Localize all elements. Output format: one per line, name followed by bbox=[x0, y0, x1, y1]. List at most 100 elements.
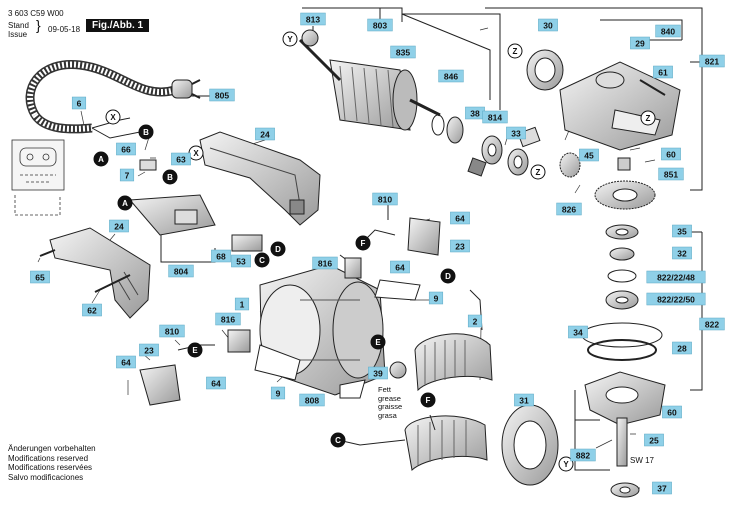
part-label-text: 9 bbox=[434, 294, 439, 304]
part-label-text: 24 bbox=[114, 222, 124, 232]
connector-marker-a: A bbox=[117, 195, 133, 211]
part-label-835: 835 bbox=[390, 45, 416, 59]
svg-text:Y: Y bbox=[563, 460, 569, 469]
svg-text:F: F bbox=[426, 396, 431, 405]
part-label-39: 39 bbox=[368, 366, 388, 380]
part-label-851: 851 bbox=[658, 167, 684, 181]
part-label-24b: 24 bbox=[109, 219, 129, 233]
part-label-text: 62 bbox=[87, 306, 97, 316]
part-label-text: 816 bbox=[221, 315, 235, 325]
bearing-rings bbox=[431, 114, 541, 177]
part-label-813: 813 bbox=[300, 12, 326, 26]
part-label-text: 31 bbox=[519, 396, 529, 406]
connector-marker-d: D bbox=[440, 268, 456, 284]
part-label-32: 32 bbox=[672, 246, 692, 260]
part-label-text: 882 bbox=[576, 451, 590, 461]
part-label-821: 821 bbox=[699, 54, 725, 68]
part-label-814: 814 bbox=[482, 110, 508, 124]
part-label-text: 803 bbox=[373, 21, 387, 31]
connector-marker-f: F bbox=[420, 392, 436, 408]
part-label-68: 68 bbox=[211, 249, 231, 263]
part-label-text: 1 bbox=[240, 300, 245, 310]
part-label-text: 822/22/48 bbox=[657, 273, 695, 283]
part-label-38: 38 bbox=[465, 106, 485, 120]
part-label-text: 813 bbox=[306, 15, 320, 25]
part-label-29: 29 bbox=[630, 36, 650, 50]
part-label-text: 68 bbox=[216, 252, 226, 262]
part-label-808: 808 bbox=[299, 393, 325, 407]
part-label-64b: 64 bbox=[390, 260, 410, 274]
part-label-803: 803 bbox=[367, 18, 393, 32]
part-label-text: 53 bbox=[236, 257, 246, 267]
power-cord bbox=[25, 59, 201, 139]
issue-date: 09-05-18 bbox=[48, 25, 81, 34]
part-label-23a: 23 bbox=[450, 239, 470, 253]
connector-marker-y: Y bbox=[558, 456, 574, 472]
connector-marker-b: B bbox=[162, 169, 178, 185]
handle-side bbox=[39, 227, 151, 319]
svg-text:X: X bbox=[110, 113, 116, 122]
part-label-6: 6 bbox=[71, 96, 87, 110]
part-label-822_22_50: 822/22/50 bbox=[646, 292, 706, 306]
part-label-text: 846 bbox=[444, 72, 458, 82]
part-label-34: 34 bbox=[568, 325, 588, 339]
connector-marker-y: Y bbox=[282, 31, 298, 47]
part-label-25: 25 bbox=[644, 433, 664, 447]
bearing-flange bbox=[501, 404, 559, 486]
part-label-text: 24 bbox=[260, 130, 270, 140]
part-label-text: 816 bbox=[318, 259, 332, 269]
part-label-text: 822/22/50 bbox=[657, 295, 695, 305]
part-label-text: 33 bbox=[511, 129, 521, 139]
part-label-text: 63 bbox=[176, 155, 186, 165]
svg-text:C: C bbox=[259, 256, 265, 265]
part-label-text: 810 bbox=[165, 327, 179, 337]
bevel-gear bbox=[559, 152, 656, 210]
figure-label: Fig./Abb. 1 bbox=[86, 19, 150, 32]
part-label-31: 31 bbox=[514, 393, 534, 407]
brace: } bbox=[36, 17, 41, 33]
grease-line: grease bbox=[378, 393, 401, 403]
armature bbox=[298, 29, 441, 131]
part-label-816a: 816 bbox=[312, 256, 338, 270]
part-label-33: 33 bbox=[506, 126, 526, 140]
part-label-45: 45 bbox=[579, 148, 599, 162]
connector-marker-c: C bbox=[254, 252, 270, 268]
part-label-text: 38 bbox=[470, 109, 480, 119]
connector-marker-z: Z bbox=[507, 43, 523, 59]
part-label-66: 66 bbox=[116, 142, 136, 156]
part-label-810a: 810 bbox=[372, 192, 398, 206]
part-label-text: 60 bbox=[667, 408, 677, 418]
connector-marker-d: D bbox=[270, 241, 286, 257]
part-label-64a: 64 bbox=[450, 211, 470, 225]
connector-marker-z: Z bbox=[530, 164, 546, 180]
part-label-text: 821 bbox=[705, 57, 719, 67]
svg-text:A: A bbox=[122, 199, 128, 208]
part-label-64d: 64 bbox=[206, 376, 226, 390]
spindle-stack bbox=[581, 224, 666, 498]
part-label-text: 65 bbox=[35, 273, 45, 283]
connector-marker-x: X bbox=[188, 145, 204, 161]
part-label-28: 28 bbox=[672, 341, 692, 355]
part-label-24a: 24 bbox=[255, 127, 275, 141]
part-label-804: 804 bbox=[168, 264, 194, 278]
connector-marker-e: E bbox=[187, 342, 203, 358]
connector-marker-e: E bbox=[370, 334, 386, 350]
part-label-826: 826 bbox=[556, 202, 582, 216]
part-label-text: 64 bbox=[455, 214, 465, 224]
part-label-text: 61 bbox=[658, 68, 668, 78]
wiring-schematic bbox=[11, 139, 65, 216]
field-coil-upper bbox=[414, 333, 493, 392]
svg-text:D: D bbox=[445, 272, 451, 281]
part-label-text: 805 bbox=[215, 91, 229, 101]
grease-line: Fett bbox=[378, 385, 391, 394]
connector-marker-z: Z bbox=[640, 110, 656, 126]
svg-text:D: D bbox=[275, 245, 281, 254]
part-label-text: 840 bbox=[661, 27, 675, 37]
wrench-size-label: SW 17 bbox=[630, 456, 655, 465]
svg-text:Y: Y bbox=[287, 35, 293, 44]
handle-housing-top bbox=[199, 131, 321, 226]
part-label-text: 37 bbox=[657, 484, 667, 494]
svg-text:B: B bbox=[143, 128, 149, 137]
